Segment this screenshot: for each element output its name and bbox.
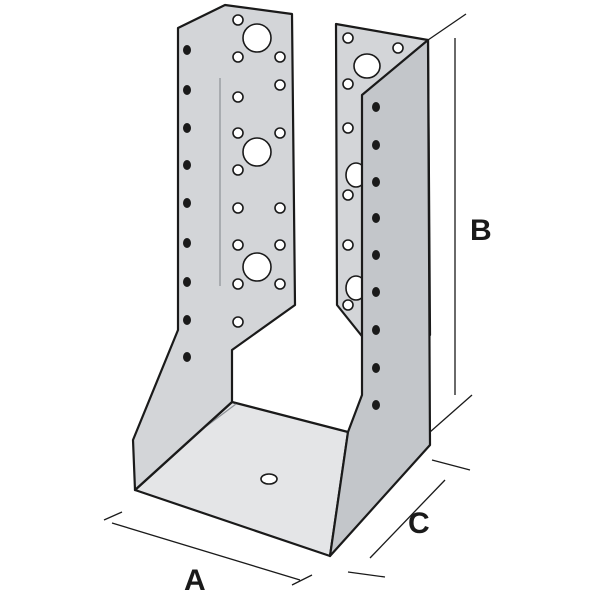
nail-hole	[274, 202, 286, 214]
nail-hole	[342, 189, 354, 201]
dimension-a-label: A	[184, 564, 206, 597]
bolt-hole	[242, 137, 272, 167]
nail-hole	[342, 299, 354, 311]
nail-hole	[342, 32, 354, 44]
nail-hole	[274, 239, 286, 251]
slot-hole	[183, 277, 191, 287]
nail-hole	[232, 239, 244, 251]
slot-hole	[183, 352, 191, 362]
slot-hole	[183, 123, 191, 133]
slot-hole	[372, 102, 380, 112]
nail-hole	[232, 164, 244, 176]
nail-hole	[274, 79, 286, 91]
nail-hole	[232, 316, 244, 328]
bolt-hole	[242, 252, 272, 282]
left-flange-holes	[232, 14, 286, 328]
nail-hole	[274, 127, 286, 139]
nail-hole	[342, 78, 354, 90]
nail-hole	[232, 91, 244, 103]
right-wall-slot-column	[372, 102, 380, 410]
nail-hole	[342, 239, 354, 251]
slot-hole	[372, 400, 380, 410]
slot-hole	[372, 363, 380, 373]
dimension-b-line	[427, 13, 473, 433]
nail-hole	[232, 202, 244, 214]
left-wall-slot-column	[183, 45, 191, 362]
slot-hole	[372, 250, 380, 260]
nail-hole	[232, 51, 244, 63]
dimension-b-label: B	[470, 214, 492, 247]
slot-hole	[183, 198, 191, 208]
slot-hole	[183, 85, 191, 95]
bolt-hole	[353, 53, 381, 79]
slot-hole	[183, 238, 191, 248]
slot-hole	[372, 140, 380, 150]
nail-hole	[232, 127, 244, 139]
slot-hole	[372, 177, 380, 187]
nail-hole	[342, 122, 354, 134]
slot-hole	[183, 315, 191, 325]
slot-hole	[372, 325, 380, 335]
nail-hole	[392, 42, 404, 54]
nail-hole	[232, 278, 244, 290]
slot-hole	[183, 45, 191, 55]
dimension-c-line	[347, 459, 471, 578]
slot-hole	[183, 160, 191, 170]
nail-hole	[274, 278, 286, 290]
slot-hole	[372, 213, 380, 223]
slot-hole	[372, 287, 380, 297]
nail-hole	[274, 51, 286, 63]
left-side-wall	[131, 3, 297, 492]
right-side-wall	[328, 38, 432, 558]
dimension-c-label: C	[408, 507, 430, 540]
dimension-a-line	[103, 511, 313, 586]
nail-hole	[232, 14, 244, 26]
bolt-hole	[242, 23, 272, 53]
base-nail-hole	[260, 473, 278, 485]
